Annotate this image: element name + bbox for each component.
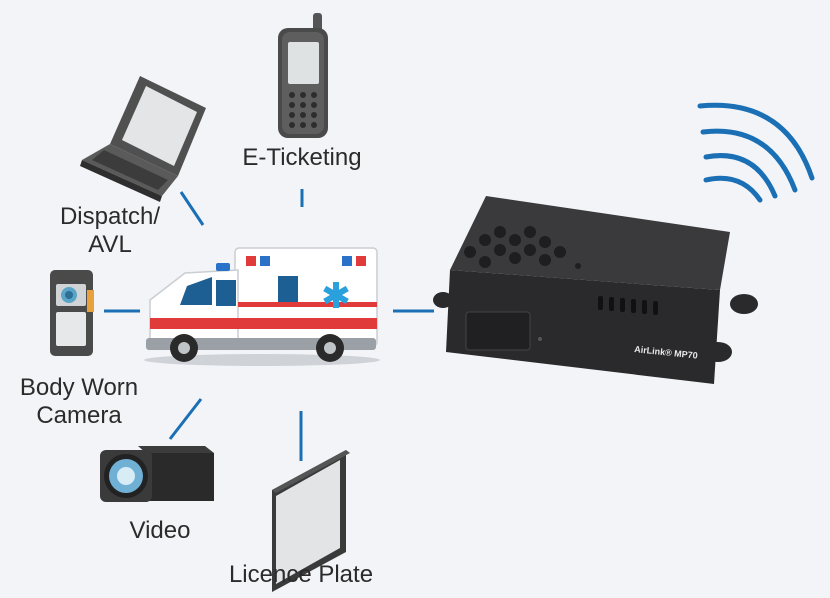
- connector-video: [168, 398, 203, 440]
- dispatch-label-line1: Dispatch/: [59, 203, 161, 230]
- body-camera-icon: [50, 270, 94, 356]
- laptop-icon: [80, 76, 206, 202]
- wireless-signal-icon: [697, 102, 815, 203]
- ambulance-icon: [144, 247, 380, 366]
- tablet-icon: [272, 450, 350, 592]
- bodycam-label-line1: Body Worn: [19, 374, 139, 401]
- video-label: Video: [129, 517, 191, 544]
- eticketing-label: E-Ticketing: [242, 144, 362, 171]
- bodycam-label-line2: Camera: [36, 402, 122, 429]
- handheld-terminal-icon: [278, 13, 328, 138]
- licence-plate-label: Licence Plate: [228, 561, 374, 588]
- dispatch-label-line2: AVL: [88, 231, 132, 258]
- connector-lines: [104, 189, 434, 461]
- video-camera-icon: [100, 446, 214, 502]
- connector-dispatch: [179, 191, 205, 226]
- router-icon: AirLink® MP70: [433, 196, 758, 384]
